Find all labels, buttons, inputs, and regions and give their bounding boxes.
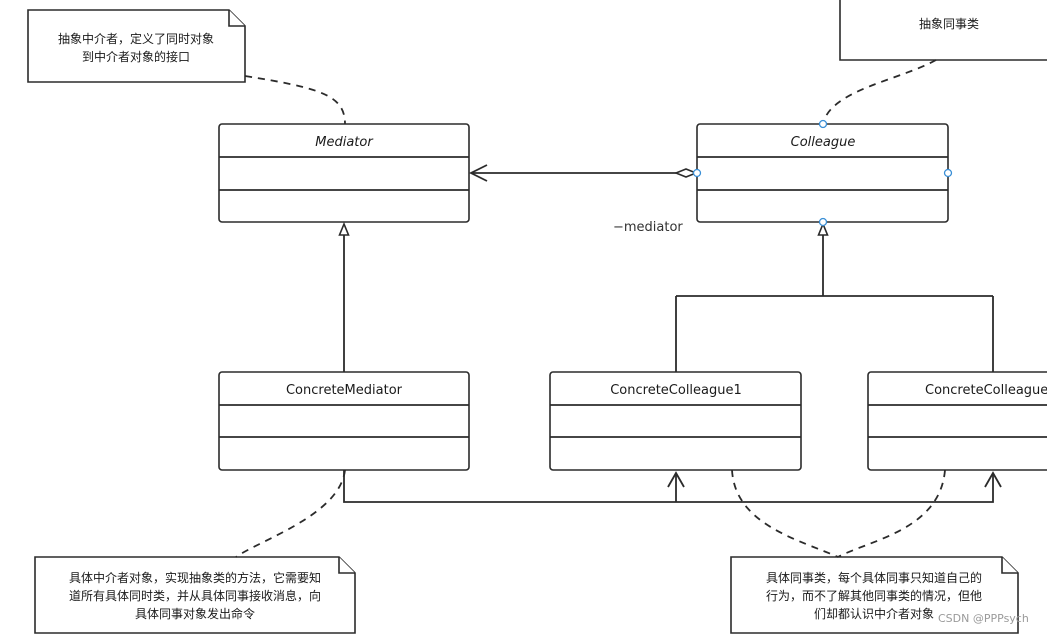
class-colleague[interactable]: Colleague xyxy=(696,123,949,223)
class-concrete-colleague1[interactable]: ConcreteColleague1 xyxy=(549,371,802,471)
selection-handle-bottom[interactable] xyxy=(818,217,828,227)
watermark: CSDN @PPPsych xyxy=(938,612,1029,625)
note-mediator-line-2: 到中介者对象的接口 xyxy=(82,49,190,64)
note-colleague[interactable]: 抽象同事类 xyxy=(839,0,1047,61)
generalization-concrete-mediator xyxy=(338,221,350,372)
association-mediator: −mediator xyxy=(468,164,699,235)
note-concrete-mediator-line-1: 具体中介者对象，实现抽象类的方法，它需要知 xyxy=(69,570,321,585)
note-concrete-mediator-line-3: 具体同事对象发出命令 xyxy=(135,606,255,621)
class-concrete-mediator[interactable]: ConcreteMediator xyxy=(218,371,470,471)
selection-handle-left[interactable] xyxy=(692,168,702,178)
note-mediator[interactable]: 抽象中介者，定义了同时对象 到中介者对象的接口 xyxy=(27,9,246,83)
note-concrete-colleague-anchor-left xyxy=(731,469,839,558)
class-mediator-name: Mediator xyxy=(315,135,374,150)
class-concrete-colleague2[interactable]: ConcreteColleague2 xyxy=(867,371,1047,471)
note-concrete-mediator[interactable]: 具体中介者对象，实现抽象类的方法，它需要知 道所有具体同时类，并从具体同事接收消… xyxy=(34,556,356,634)
class-concrete-colleague2-name: ConcreteColleague2 xyxy=(925,383,1047,398)
note-concrete-colleague-line-1: 具体同事类，每个具体同事只知道自己的 xyxy=(766,570,982,585)
selection-handle-right[interactable] xyxy=(943,168,953,178)
note-mediator-line-1: 抽象中介者，定义了同时对象 xyxy=(58,31,214,46)
selection-handle-top[interactable] xyxy=(818,119,828,129)
generalization-concrete-colleagues xyxy=(675,221,994,372)
note-concrete-colleague[interactable]: 具体同事类，每个具体同事只知道自己的 行为，而不了解其他同事类的情况，但他 们却… xyxy=(730,556,1019,634)
class-colleague-name: Colleague xyxy=(791,135,856,150)
note-concrete-colleague-line-2: 行为，而不了解其他同事类的情况，但他 xyxy=(766,588,982,603)
association-role-label: −mediator xyxy=(613,220,683,235)
class-mediator[interactable]: Mediator xyxy=(218,123,470,223)
note-colleague-line-1: 抽象同事类 xyxy=(919,17,979,31)
dependency-concrete-mediator-colleagues xyxy=(343,470,1002,503)
class-concrete-colleague1-name: ConcreteColleague1 xyxy=(610,383,742,398)
note-concrete-mediator-line-2: 道所有具体同时类，并从具体同事接收消息，向 xyxy=(69,588,321,603)
note-concrete-mediator-anchor xyxy=(235,469,346,558)
note-colleague-anchor xyxy=(822,59,937,125)
class-concrete-mediator-name: ConcreteMediator xyxy=(286,383,403,398)
note-concrete-colleague-line-3: 们却都认识中介者对象 xyxy=(814,606,934,621)
note-mediator-anchor xyxy=(244,75,346,125)
note-concrete-colleague-anchor-right xyxy=(837,469,946,558)
